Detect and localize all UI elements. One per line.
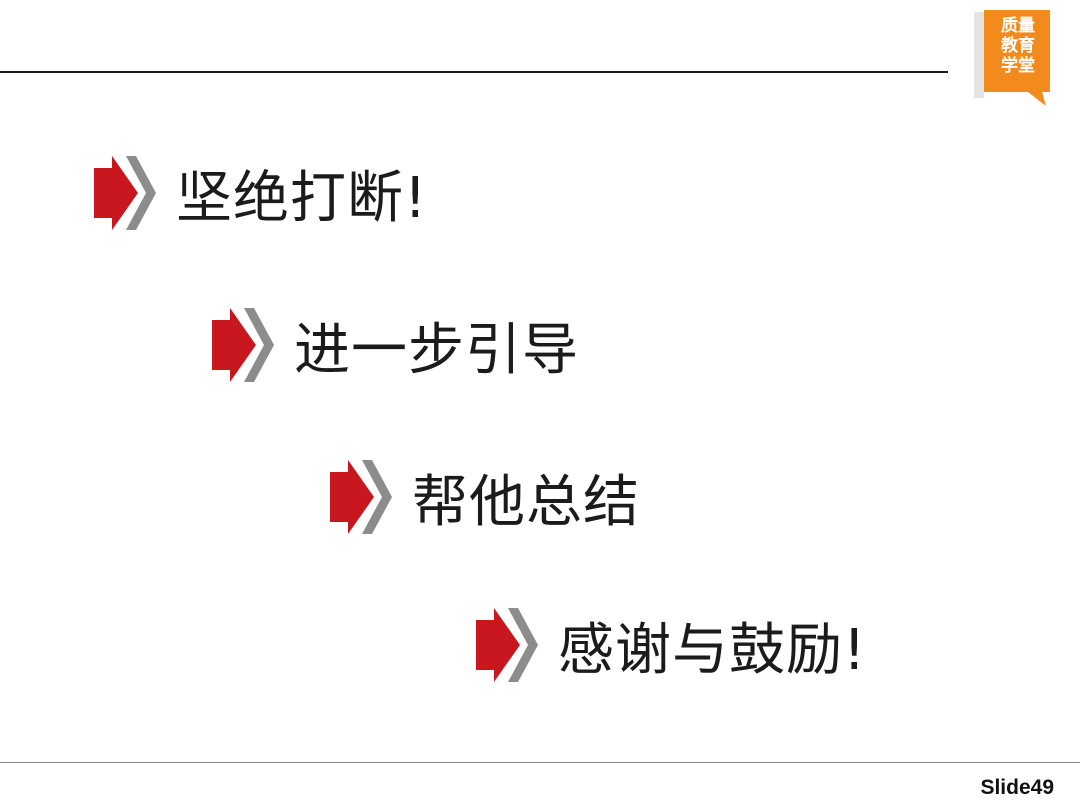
- bullet-item-1: 坚绝打断!: [90, 148, 427, 238]
- red-arrow-bullet-icon: [212, 308, 274, 382]
- bullet-text: 进一步引导: [294, 317, 579, 383]
- red-arrow-bullet-icon: [94, 156, 156, 230]
- red-arrow-bullet-icon: [476, 608, 538, 682]
- bullet-text: 感谢与鼓励!: [558, 617, 867, 683]
- bullet-text: 帮他总结: [412, 469, 640, 535]
- logo-line-2: 教育: [1001, 36, 1035, 56]
- logo-speech-bubble-icon: [974, 10, 1050, 106]
- bullet-item-4: 感谢与鼓励!: [472, 600, 866, 690]
- logo-line-3: 学堂: [1001, 56, 1035, 76]
- footer-rule: [0, 762, 1080, 763]
- red-arrow-bullet-icon: [330, 460, 392, 534]
- bullet-item-2: 进一步引导: [208, 300, 579, 390]
- logo-line-1: 质量: [1001, 16, 1035, 36]
- logo-text: 质量 教育 学堂: [992, 16, 1044, 76]
- bullet-item-3: 帮他总结: [326, 452, 640, 542]
- bullet-text: 坚绝打断!: [176, 165, 428, 231]
- header-rule: [0, 71, 948, 73]
- slide-number: Slide49: [980, 776, 1054, 799]
